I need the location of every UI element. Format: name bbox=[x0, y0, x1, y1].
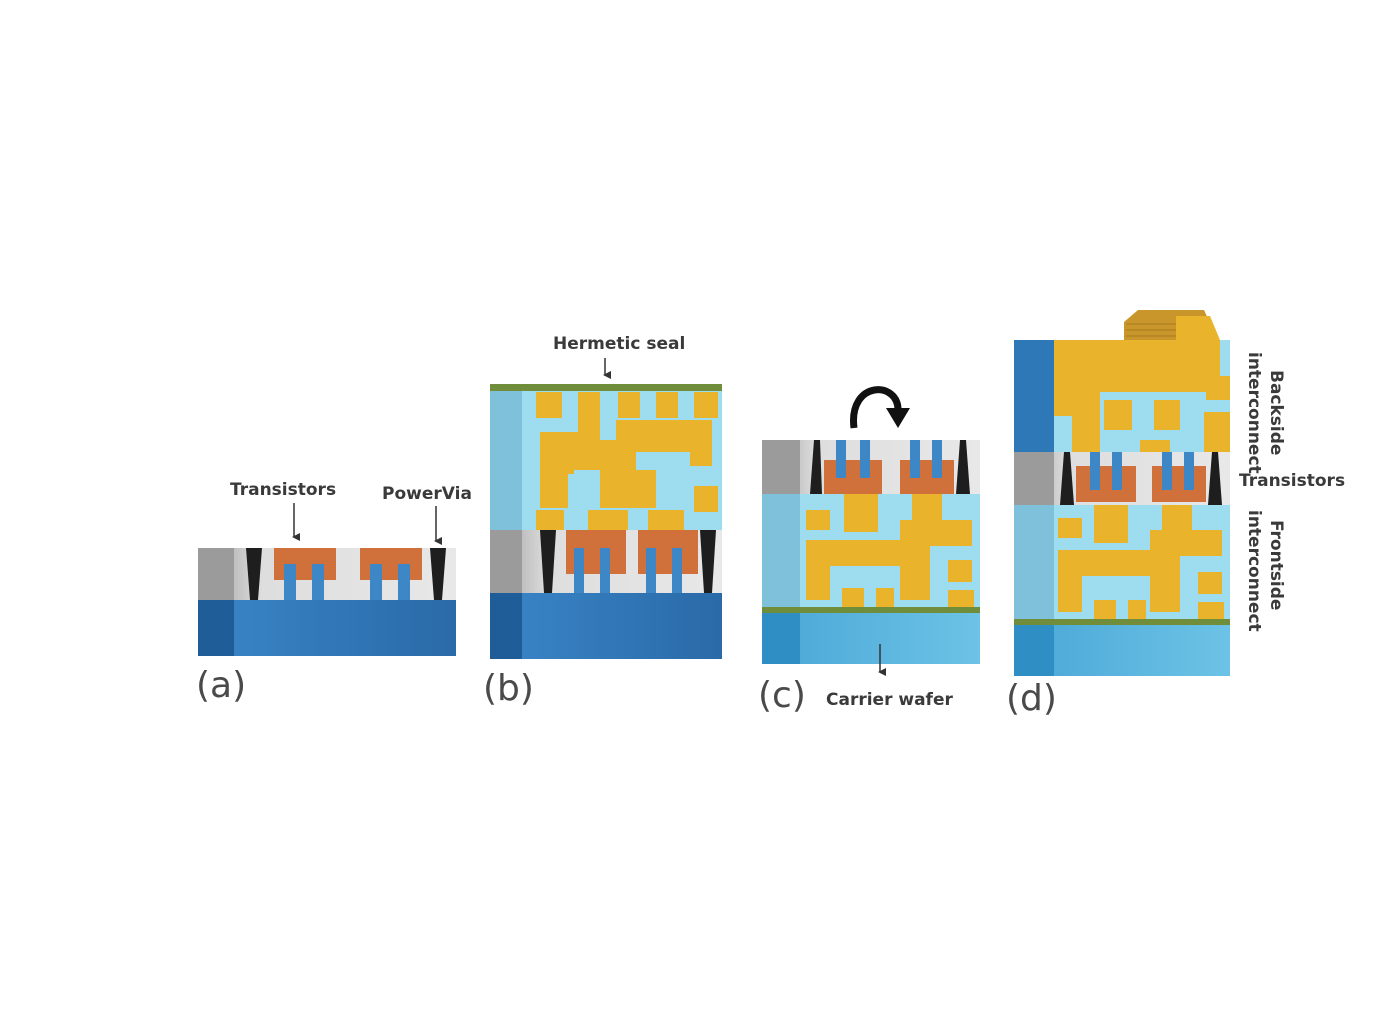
frontside-label-2: interconnect bbox=[1244, 510, 1264, 632]
frontside-label-1: Frontside bbox=[1266, 520, 1286, 610]
transistor bbox=[360, 548, 422, 580]
transistor bbox=[1152, 466, 1206, 502]
panel-label-a: (a) bbox=[196, 665, 246, 706]
hermetic-seal-label: Hermetic seal bbox=[553, 334, 685, 354]
panel-label-c: (c) bbox=[758, 675, 806, 716]
transistor bbox=[824, 460, 882, 494]
panel-d-stack bbox=[1014, 310, 1230, 676]
backside-label-1: Backside bbox=[1266, 370, 1286, 455]
backside-label-2: interconnect bbox=[1244, 352, 1264, 474]
panel-b-stack bbox=[490, 384, 722, 659]
panel-c-stack bbox=[762, 440, 980, 664]
transistor bbox=[274, 548, 336, 580]
transistor bbox=[1076, 466, 1136, 502]
carrier-wafer-label: Carrier wafer bbox=[826, 690, 953, 710]
transistor bbox=[900, 460, 954, 494]
panel-a-stack bbox=[198, 548, 456, 656]
panel-label-b: (b) bbox=[483, 668, 534, 709]
powervia-right bbox=[430, 548, 446, 600]
hermetic-seal-layer bbox=[490, 384, 722, 391]
flip-arrow bbox=[850, 386, 902, 429]
powervia-label: PowerVia bbox=[382, 484, 472, 504]
transistors-label-d: Transistors bbox=[1239, 471, 1345, 491]
panel-label-d: (d) bbox=[1006, 678, 1057, 719]
powervia-left bbox=[246, 548, 262, 600]
flip-arrow-head bbox=[886, 408, 910, 428]
transistors-label-a: Transistors bbox=[230, 480, 336, 500]
